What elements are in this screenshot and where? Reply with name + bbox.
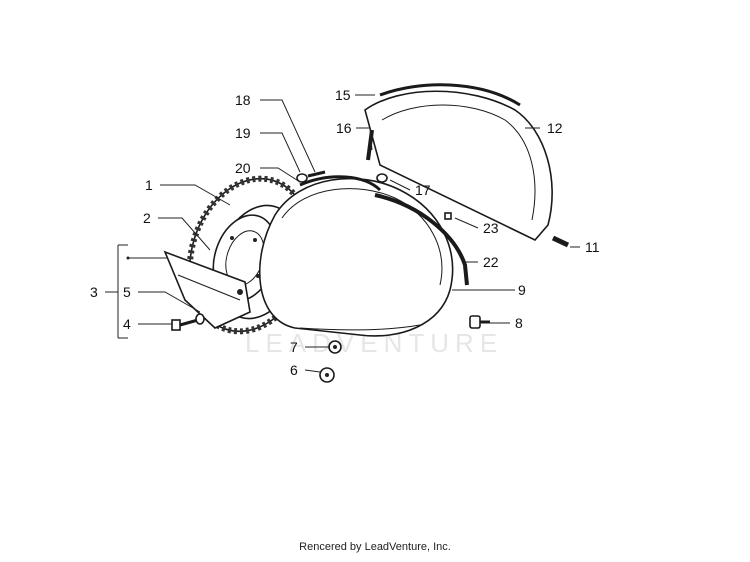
callout-3: 3: [90, 284, 98, 300]
callout-15: 15: [335, 87, 351, 103]
callout-19: 19: [235, 125, 251, 141]
callout-16: 16: [336, 120, 352, 136]
callout-4: 4: [123, 316, 131, 332]
top-trim: [299, 175, 382, 192]
trim-strip: [374, 193, 469, 286]
nut-7: [328, 340, 342, 354]
callout-2: 2: [143, 210, 151, 226]
callout-17: 17: [415, 182, 431, 198]
callout-6: 6: [290, 362, 298, 378]
mud-flap: [163, 250, 251, 329]
callout-1: 1: [145, 177, 153, 193]
callout-22: 22: [483, 254, 499, 270]
bolt-8: [469, 315, 490, 329]
callout-8: 8: [515, 315, 523, 331]
fastener-17: [376, 173, 388, 183]
footer-credit: Rencered by LeadVenture, Inc.: [299, 541, 451, 553]
nut-6: [319, 367, 335, 383]
callout-5: 5: [123, 284, 131, 300]
callout-7: 7: [290, 339, 298, 355]
nut-19: [296, 173, 308, 183]
callout-18: 18: [235, 92, 251, 108]
callout-11: 11: [585, 239, 600, 255]
callout-20: 20: [235, 160, 251, 176]
pin-11: [551, 235, 570, 248]
body-shell: [258, 177, 454, 337]
callout-23: 23: [483, 220, 499, 236]
clip-23: [444, 212, 452, 220]
screw-18: [307, 170, 326, 178]
callout-12: 12: [547, 120, 563, 136]
bolt: [171, 313, 205, 331]
callout-9: 9: [518, 282, 526, 298]
rear-fender: [364, 83, 553, 241]
leader-lines: [105, 94, 580, 373]
